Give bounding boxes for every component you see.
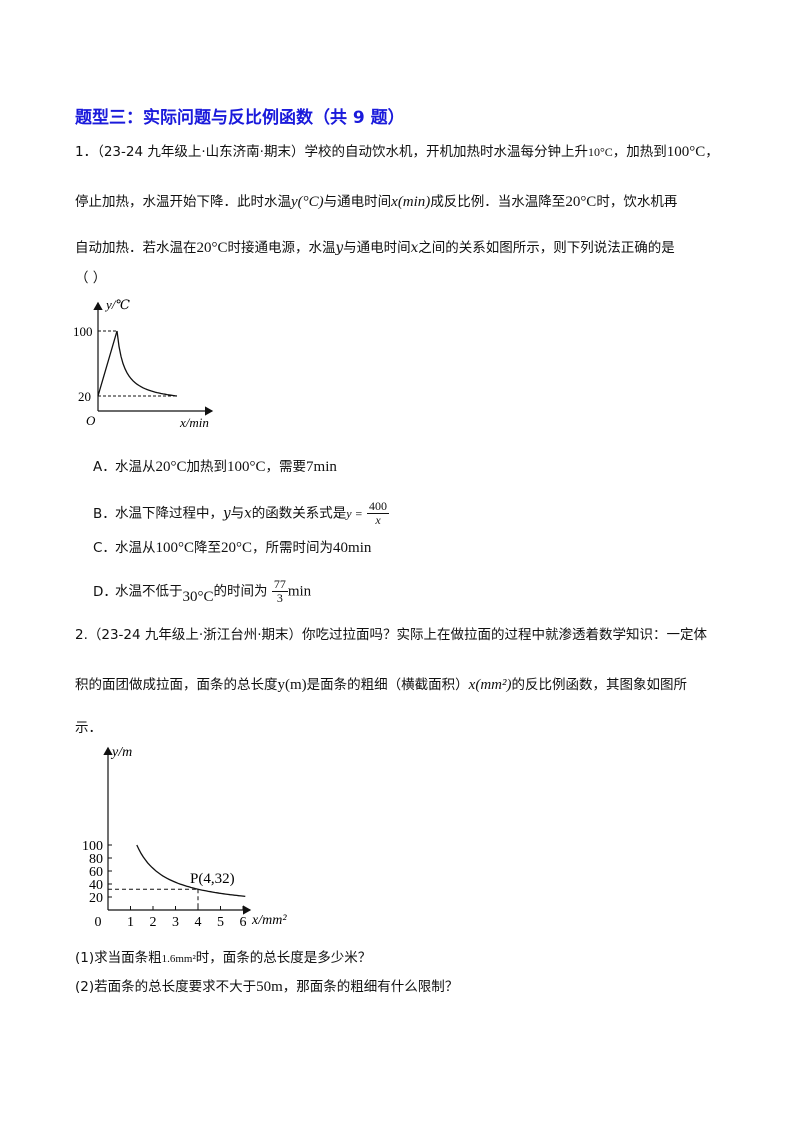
q2-y-tick-label: 80 xyxy=(89,852,103,867)
q2-hyperbola-curve xyxy=(136,844,246,898)
q2-line-2: 积的面团做成拉面，面条的总长度y(m)是面条的粗细（横截面积）x(mm²)的反比… xyxy=(75,677,687,693)
q2-y-tick-label: 60 xyxy=(89,865,103,880)
q1-option-c: C．水温从100°C降至20°C，所需时间为40min xyxy=(93,540,372,556)
q1-y-label: y/℃ xyxy=(104,297,130,312)
q1-option-a: A．水温从20°C加热到100°C，需要7min xyxy=(93,459,337,475)
q1-answer-bracket: （ ） xyxy=(75,270,107,286)
q1-cooling-curve xyxy=(116,330,178,397)
q1-x-label: x/min xyxy=(179,415,209,430)
q2-y-tick-label: 100 xyxy=(82,839,103,854)
q2-subquestion-1: (1)求当面条粗1.6mm²时，面条的总长度是多少米？ xyxy=(75,950,372,966)
q2-x-tick-label: 4 xyxy=(195,915,202,930)
q1-line-3: 自动加热．若水温在20°C时接通电源，水温y与通电时间x之间的关系如图所示，则下… xyxy=(75,240,675,256)
q2-x-label: x/mm² xyxy=(251,913,287,928)
section-title: 题型三：实际问题与反比例函数（共 9 题） xyxy=(75,108,405,128)
q1-y-tick-100: 100 xyxy=(73,324,93,339)
q2-x-tick-label: 0 xyxy=(95,915,102,930)
q2-x-tick-label: 6 xyxy=(240,915,247,930)
q2-x-tick-label: 3 xyxy=(172,915,179,930)
q2-x-tick-label: 5 xyxy=(217,915,224,930)
q1-origin-label: O xyxy=(86,413,96,428)
q2-point-label: P(4,32) xyxy=(190,871,235,887)
q2-x-tick-label: 2 xyxy=(150,915,157,930)
q1-y-tick-20: 20 xyxy=(78,389,91,404)
q2-y-tick-label: 40 xyxy=(89,878,103,893)
q2-y-tick-label: 20 xyxy=(89,891,103,906)
q1-heating-segment xyxy=(97,330,118,397)
q1-line-1: 1．（23-24 九年级上·山东济南·期末）学校的自动饮水机，开机加热时水温每分… xyxy=(75,144,719,160)
q2-line-1: 2.（23-24 九年级上·浙江台州·期末）你吃过拉面吗？实际上在做拉面的过程中… xyxy=(75,627,707,643)
q2-subquestion-2: (2)若面条的总长度要求不大于50m，那面条的粗细有什么限制？ xyxy=(75,979,459,995)
q2-line-3: 示． xyxy=(75,720,102,736)
q1-line-2: 停止加热，水温开始下降．此时水温y(°C)与通电时间x(min)成反比例．当水温… xyxy=(75,194,678,210)
q2-y-label: y/m xyxy=(110,745,132,760)
q1-graph: y/℃ x/min O 100 20 xyxy=(73,297,214,430)
q2-x-tick-label: 1 xyxy=(127,915,134,930)
